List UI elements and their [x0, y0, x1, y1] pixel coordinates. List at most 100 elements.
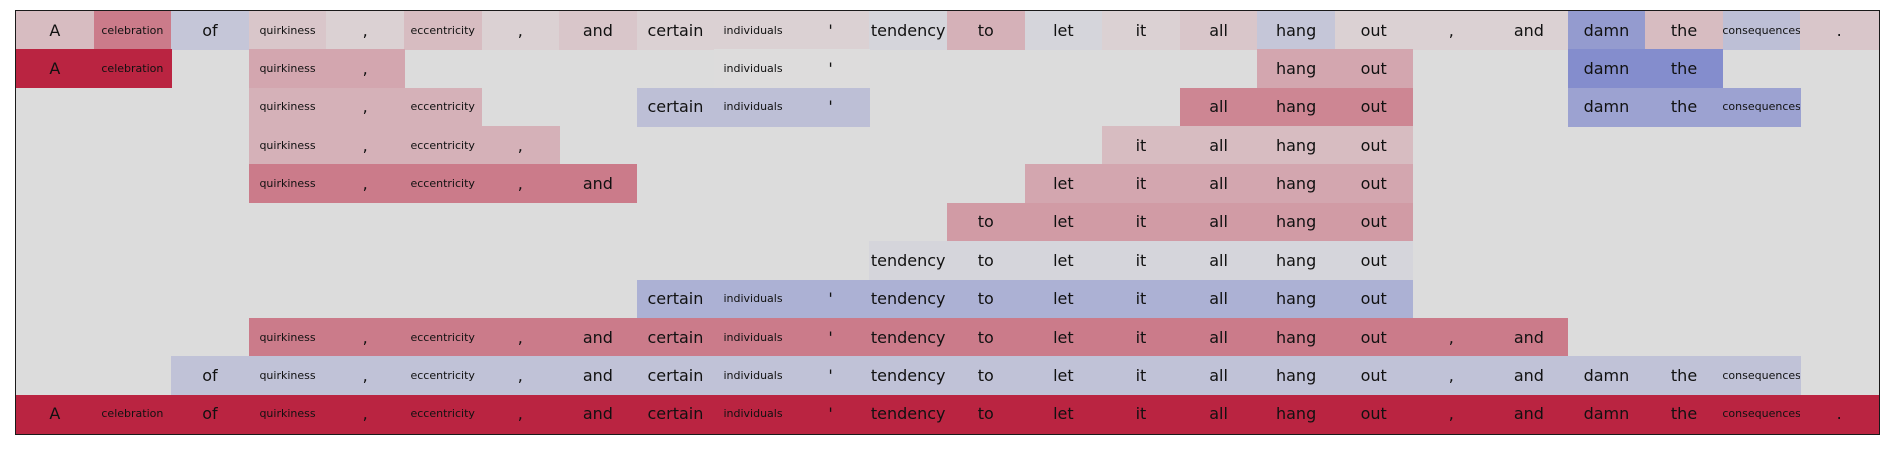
heatmap-cell [1334, 202, 1414, 242]
heatmap-cell [559, 11, 638, 50]
heatmap-cell [714, 394, 793, 434]
heatmap-cell [1645, 356, 1724, 396]
heatmap-cell [1257, 394, 1336, 434]
heatmap-cell [714, 317, 793, 357]
heatmap-cell [791, 11, 870, 50]
heatmap-cell [1412, 356, 1491, 396]
heatmap-cell [171, 394, 250, 434]
heatmap-cell [1567, 49, 1646, 89]
heatmap-cell [869, 356, 948, 396]
heatmap-cell [1490, 317, 1569, 357]
heatmap-cell [559, 317, 638, 357]
heatmap-cell [1257, 87, 1336, 127]
heatmap-cell [248, 317, 327, 357]
heatmap-cell [248, 356, 327, 396]
heatmap-cell [1645, 394, 1724, 434]
heatmap-cell [869, 394, 948, 434]
heatmap-cell [869, 11, 948, 50]
heatmap-cell [93, 49, 172, 89]
heatmap-cell [1722, 11, 1801, 50]
heatmap-cell [791, 87, 870, 127]
heatmap-cell [947, 241, 1026, 281]
heatmap-cell [1334, 394, 1414, 434]
heatmap-cell [714, 11, 793, 50]
heatmap-cell [714, 49, 793, 89]
heatmap-cell [1645, 49, 1724, 89]
heatmap-cell [1024, 11, 1103, 50]
heatmap-cell [1102, 126, 1181, 166]
heatmap-cell [326, 317, 405, 357]
heatmap-cell [636, 11, 715, 50]
heatmap-cell [1334, 356, 1414, 396]
heatmap-cell [559, 356, 638, 396]
heatmap-cell [636, 279, 715, 319]
heatmap-cell [1567, 394, 1646, 434]
heatmap-cell [636, 356, 715, 396]
heatmap-cell [403, 11, 483, 50]
heatmap-cell [1334, 126, 1414, 166]
heatmap-cell [1257, 279, 1336, 319]
heatmap-cell [1490, 356, 1569, 396]
heatmap-cell [403, 87, 483, 127]
heatmap-cell [1412, 394, 1491, 434]
heatmap-cell [403, 356, 483, 396]
heatmap-cell [248, 87, 327, 127]
heatmap-cell [1334, 87, 1414, 127]
heatmap-cell [1800, 394, 1879, 434]
heatmap-cell [1722, 87, 1801, 127]
heatmap-cell [714, 356, 793, 396]
heatmap-cell [481, 394, 560, 434]
heatmap-cell [791, 279, 870, 319]
heatmap-cell [1179, 279, 1258, 319]
heatmap-cell [1722, 356, 1801, 396]
heatmap-cell [1179, 87, 1258, 127]
heatmap-cell [1412, 317, 1491, 357]
heatmap-cell [1722, 394, 1801, 434]
heatmap-cell [1334, 279, 1414, 319]
heatmap-cell [714, 87, 793, 127]
heatmap-cell [947, 202, 1026, 242]
heatmap-cell [1567, 356, 1646, 396]
heatmap-cell [1024, 279, 1103, 319]
heatmap-cell [636, 87, 715, 127]
heatmap-cell [1102, 394, 1181, 434]
heatmap-cell [1334, 164, 1414, 204]
heatmap-cell [1257, 241, 1336, 281]
heatmap-cell [481, 356, 560, 396]
heatmap-cell [248, 394, 327, 434]
heatmap-cell [16, 394, 95, 434]
heatmap-cell [326, 11, 405, 50]
heatmap-cell [403, 317, 483, 357]
heatmap-cell [1257, 356, 1336, 396]
heatmap-cell [1102, 202, 1181, 242]
heatmap-cell [248, 49, 327, 89]
heatmap-cell [1490, 394, 1569, 434]
heatmap-cell [1257, 317, 1336, 357]
heatmap-cell [326, 126, 405, 166]
heatmap-cell [1257, 164, 1336, 204]
heatmap-cell [1179, 11, 1258, 50]
heatmap-cell [1102, 11, 1181, 50]
heatmap-cell [791, 394, 870, 434]
heatmap-cell [403, 164, 483, 204]
heatmap-cell [1334, 317, 1414, 357]
heatmap-cell [1102, 279, 1181, 319]
heatmap-cell [714, 279, 793, 319]
heatmap-cell [1024, 394, 1103, 434]
heatmap-cell [248, 164, 327, 204]
heatmap-cell [1024, 241, 1103, 281]
heatmap-cell [1102, 241, 1181, 281]
heatmap-cell [326, 394, 405, 434]
heatmap-cell [16, 11, 95, 50]
heatmap-cell [1645, 11, 1724, 50]
heatmap-cell [947, 394, 1026, 434]
heatmap-cell [791, 356, 870, 396]
heatmap-cell [481, 164, 560, 204]
heatmap-cell [1024, 202, 1103, 242]
heatmap-cell [1257, 49, 1336, 89]
heatmap-cell [1179, 394, 1258, 434]
heatmap-cell [1257, 126, 1336, 166]
heatmap-cell [248, 126, 327, 166]
heatmap-cell [1412, 11, 1491, 50]
heatmap-cell [791, 317, 870, 357]
